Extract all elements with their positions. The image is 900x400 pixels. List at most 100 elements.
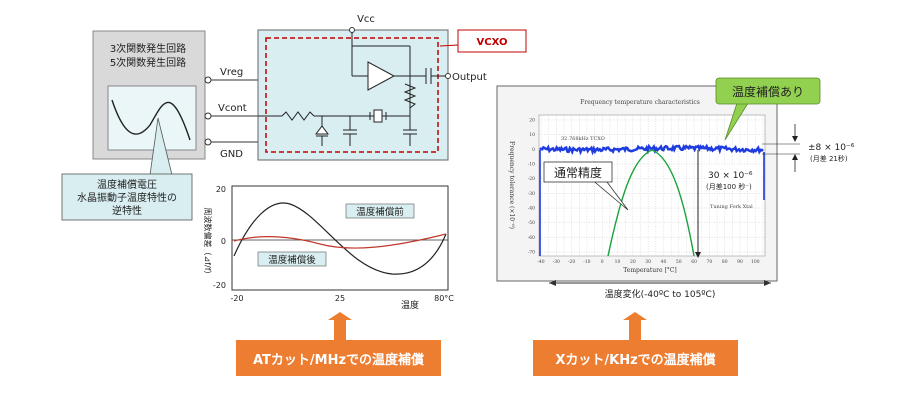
- callout-comp-label: 温度補償あり: [732, 84, 804, 99]
- x-8ppm-arrow-bottom-head: [792, 154, 798, 160]
- vcont-label: Vcont: [218, 103, 247, 114]
- callout-normal-box: [543, 161, 613, 183]
- cubic-waveform: [111, 99, 191, 141]
- x-x-tick: 60: [691, 259, 697, 265]
- x-x-tick: -20: [568, 259, 575, 265]
- vreg-pin: [204, 76, 212, 84]
- x-y-tick: -30: [528, 191, 535, 197]
- at-curve-after: [233, 233, 447, 249]
- x-y-tick: -40: [528, 206, 535, 212]
- x-8ppm-arrow-top-head: [792, 136, 798, 142]
- at-cut-label: ATカット/MHzでの温度補償: [252, 352, 425, 368]
- x-x-tick: 80: [722, 259, 728, 265]
- connection-wires: [205, 79, 258, 143]
- x-x-tick: 30: [645, 259, 651, 265]
- x-y-tick: 0: [532, 147, 535, 153]
- callout-line-2: 水晶振動子温度特性の: [77, 191, 177, 204]
- at-y-tick-20: 20: [216, 185, 226, 194]
- x-y-axis-label: Frequency tolerance (×10⁻⁶): [508, 141, 515, 229]
- x-x-ticks: -40 -30 -20 -10 0 10 20 30 40 50 60 70 80 90 100: [537, 259, 759, 265]
- at-label-after: 温度補償後: [268, 254, 316, 266]
- x-x-axis-label: Temperature [°C]: [623, 267, 677, 274]
- x-annot-30: 30 × 10⁻⁶: [708, 171, 753, 181]
- callout-line-1: 温度補償電圧: [97, 178, 157, 191]
- callout-line-3: 逆特性: [112, 204, 142, 217]
- x-inner-label-tuning: Tuning Fork Xtal: [710, 204, 753, 210]
- at-plot-area: [231, 185, 449, 291]
- vcxo-box: [257, 29, 449, 161]
- x-annot-30-bg: [706, 166, 760, 190]
- x-y-tick: -50: [528, 220, 535, 226]
- at-curve-before: [233, 202, 447, 275]
- callout-comp-box: [715, 77, 821, 105]
- x-y-tick: 10: [529, 132, 535, 138]
- at-label-after-box: [257, 251, 327, 267]
- at-x-label: 温度: [401, 299, 419, 311]
- at-chart: 周波数偏差（⊿f/f） 20 0 -20 -20 25 80°C 温度 温度補償…: [203, 185, 454, 311]
- vreg-label: Vreg: [220, 67, 243, 78]
- vcont-pin: [204, 112, 212, 120]
- vcxo-label: VCXO: [477, 37, 508, 48]
- generator-label-2: 5次関数発生回路: [110, 56, 186, 69]
- x-y-tick: 20: [529, 118, 535, 124]
- temp-range-arrow-right: [764, 280, 771, 286]
- x-inner-label-tcxo: 32.768kHz TCXO: [561, 136, 605, 142]
- x-annot-8-sub: (月差 21秒): [810, 154, 848, 163]
- x-y-tick: -20: [528, 176, 535, 182]
- at-x-tick-80: 80°C: [434, 294, 454, 303]
- x-x-tick: 40: [661, 259, 667, 265]
- at-label-before-box: [345, 203, 415, 219]
- x-blue-compensated-curve: [539, 143, 764, 156]
- x-x-tick: 50: [676, 259, 682, 265]
- at-orange-up-arrow: [328, 312, 352, 340]
- x-y-tick: -60: [528, 235, 535, 241]
- x-cut-label-box: Xカット/KHzでの温度補償: [533, 340, 738, 376]
- x-orange-up-arrow: [623, 312, 647, 340]
- x-cut-label: Xカット/KHzでの温度補償: [555, 352, 716, 368]
- at-label-before: 温度補償前: [356, 206, 404, 218]
- gnd-pin: [204, 138, 212, 146]
- vcxo-dashed-border: [265, 37, 439, 153]
- at-y-tick-0: 0: [221, 237, 226, 246]
- x-chart: Frequency temperature characteristics 20…: [496, 77, 855, 300]
- vcxo-internal-circuit: [258, 32, 448, 146]
- waveform-box: [107, 85, 197, 151]
- x-x-tick: 100: [751, 259, 760, 265]
- x-y-ticks: 20 10 0 -10 -20 -30 -40 -50 -60 -70: [528, 118, 535, 256]
- temp-range-arrow-left: [549, 280, 556, 286]
- vcc-pin: [349, 27, 355, 33]
- x-30ppm-arrow-head: [695, 252, 701, 258]
- at-x-tick-25: 25: [335, 294, 345, 303]
- x-x-tick: 70: [707, 259, 713, 265]
- output-label: Output: [452, 72, 487, 83]
- generator-label-1: 3次関数発生回路: [110, 42, 186, 55]
- vcc-label: Vcc: [357, 14, 375, 25]
- x-annot-8: ±8 × 10⁻⁶: [808, 143, 855, 153]
- x-x-tick: 10: [615, 259, 621, 265]
- x-x-tick: 90: [737, 259, 743, 265]
- x-y-tick: -70: [528, 250, 535, 256]
- output-pin: [445, 73, 451, 79]
- at-cut-label-box: ATカット/MHzでの温度補償: [236, 340, 441, 376]
- at-y-axis-label: 周波数偏差（⊿f/f）: [203, 207, 213, 278]
- gnd-label: GND: [220, 149, 243, 160]
- x-green-normal-curve: [607, 149, 695, 257]
- at-y-tick-neg20: -20: [213, 281, 226, 290]
- at-x-tick-neg20: -20: [230, 294, 243, 303]
- vcxo-label-leader: [439, 44, 459, 47]
- x-x-tick: 20: [630, 259, 636, 265]
- vcxo-label-box: [457, 29, 527, 53]
- x-y-tick: -10: [528, 162, 535, 168]
- x-x-tick: -10: [583, 259, 590, 265]
- orange-arrows: [328, 312, 647, 340]
- x-annot-30-sub: (月差100 秒⁻): [706, 182, 752, 191]
- callout-box: [61, 173, 193, 221]
- temp-range-label: 温度変化(-40ºC to 105ºC): [605, 288, 716, 300]
- callout-normal-label: 通常精度: [554, 165, 602, 180]
- x-x-tick: -40: [537, 259, 544, 265]
- temp-range-bg: [590, 286, 730, 300]
- circuit-section: 3次関数発生回路 5次関数発生回路 Vreg Vcont GND Vcc: [61, 14, 527, 221]
- x-x-tick: 0: [601, 259, 604, 265]
- x-x-tick: -30: [553, 259, 560, 265]
